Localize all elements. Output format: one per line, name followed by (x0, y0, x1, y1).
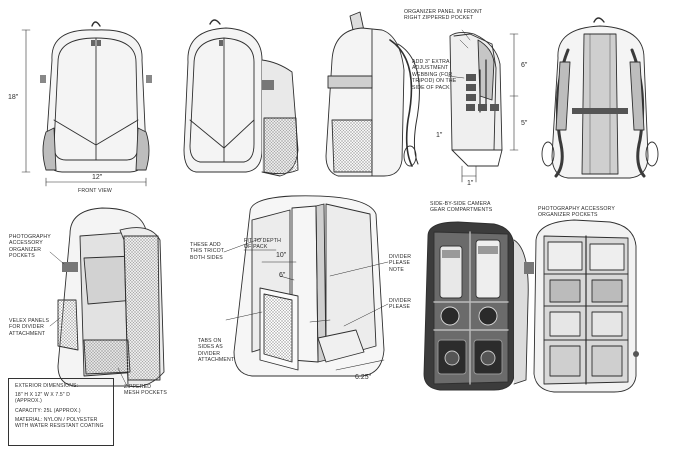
specifications-box: EXTERIOR DIMENSIONS: 18" H X 12" W X 7.5… (8, 378, 114, 446)
dim-5-inch: 5" (521, 120, 528, 127)
organizer-panel-label: ORGANIZER PANEL IN FRONT RIGHT ZIPPERED … (404, 9, 483, 22)
divider-note-label: DIVIDER PLEASE NOTE (389, 254, 412, 273)
dim-1-inch-a: 1" (436, 132, 443, 139)
photo-accessory-pockets-2-label: PHOTOGRAPHY ACCESSORY ORGANIZER POCKETS (538, 206, 615, 219)
dim-6-inch: 6" (521, 62, 528, 69)
exterior-dimensions-value: 18" H X 12" W X 7.5" D (APPROX.) (15, 392, 71, 405)
tabs-sides-label: TABS ON SIDES AS DIVIDER ATTACHMENT (198, 338, 235, 364)
dim-6-inch-b: 6" (279, 272, 286, 279)
tricot-label: THESE ADD THIS TRICOT BOTH SIDES (190, 242, 225, 261)
backpack-side-view (325, 11, 420, 177)
velex-panels-label: VELEX PANELS FOR DIVIDER ATTACHMENT (9, 318, 50, 337)
leader-lines (49, 29, 471, 385)
dim-1-inch-b: 1" (467, 180, 474, 187)
capacity-text: CAPACITY: 25L (APPROX.) (15, 407, 81, 414)
photo-accessory-pockets-label: PHOTOGRAPHY ACCESSORY ORGANIZER POCKETS (9, 234, 51, 260)
height-dimension: 18" (8, 94, 19, 101)
organizer-panel-detail (449, 31, 519, 183)
material-text: MATERIAL: NYLON / POLYESTER WITH WATER R… (15, 416, 104, 430)
front-view-caption: FRONT VIEW (78, 188, 112, 194)
divider-please-label: DIVIDER PLEASE (389, 298, 412, 311)
exterior-dimensions-title: EXTERIOR DIMENSIONS: (15, 383, 79, 389)
backpack-three-quarter-view (183, 19, 299, 177)
backpack-back-view (541, 17, 659, 179)
dim-10-inch: 10" (276, 252, 287, 259)
backpack-accessory-organizer (524, 219, 639, 393)
add-webbing-label: ADD 3" EXTRA ADJUSTMENT WEBBING (FOR TRI… (412, 59, 457, 91)
backpack-camera-compartments (423, 221, 529, 391)
zippered-mesh-label: ZIPPERED MESH POCKETS (124, 384, 168, 397)
backpack-front-view (21, 21, 152, 187)
dim-6-25-inch: 6.25" (355, 374, 372, 381)
width-dimension: 12" (92, 174, 103, 181)
fit-depth-label: FIT TO DEPTH OF PACK (244, 238, 281, 251)
backpack-open-side (57, 207, 165, 388)
camera-compartments-label: SIDE-BY-SIDE CAMERA GEAR COMPARTMENTS (430, 201, 493, 214)
backpack-open-dividers (233, 195, 385, 377)
